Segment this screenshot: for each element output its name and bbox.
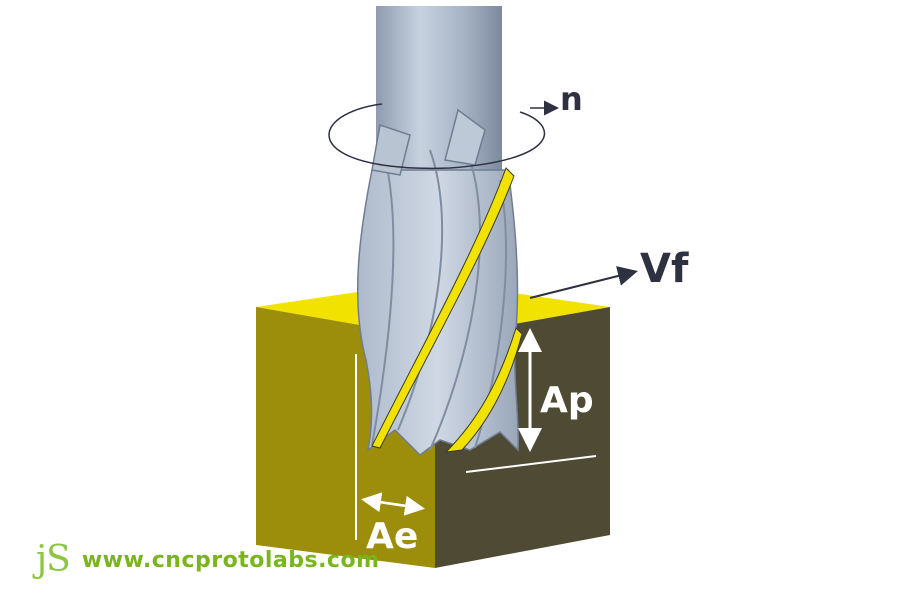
rotation-arrow-icon (328, 100, 559, 170)
width-arrow-icon (355, 354, 425, 540)
end-mill-cutter (356, 6, 523, 456)
brand-logo: jS (36, 539, 71, 580)
rotation-label: n (560, 80, 583, 118)
brand-footer: jS www.cncprotolabs.com (36, 542, 380, 578)
feed-arrow-icon (529, 266, 638, 299)
depth-arrow-icon (465, 328, 597, 473)
axial-depth-label: Ap (540, 380, 594, 421)
feed-label: Vf (640, 246, 689, 292)
brand-url: www.cncprotolabs.com (81, 547, 380, 573)
radial-depth-label: Ae (366, 516, 418, 557)
cutting-edge-highlight (371, 167, 515, 449)
